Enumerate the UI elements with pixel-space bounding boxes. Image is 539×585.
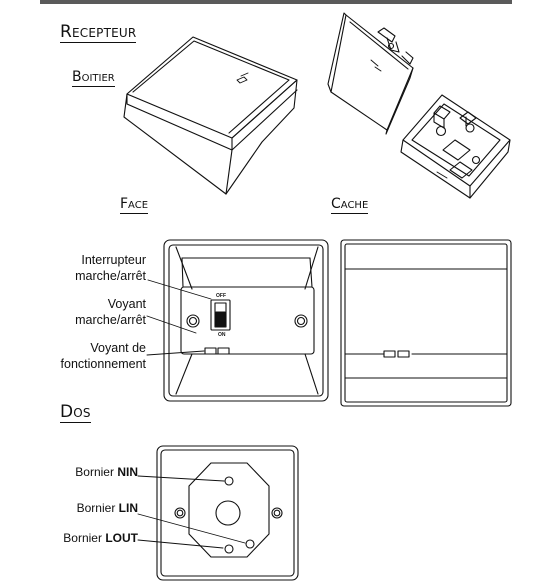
label-nin-bold: NIN: [117, 465, 138, 479]
label-voyant-fonctionnement: Voyant de fonctionnement: [61, 340, 146, 372]
heading-recepteur: Recepteur: [60, 22, 137, 43]
heading-cache: Cache: [331, 196, 369, 214]
label-lout-prefix: Bornier: [63, 531, 106, 545]
switch-on-text: ON: [218, 332, 226, 338]
label-interrupteur-line1: Interrupteur: [81, 253, 146, 267]
switch-off-text: OFF: [216, 293, 226, 299]
label-bornier-lin: Bornier LIN: [77, 501, 138, 515]
label-lin-bold: LIN: [118, 501, 138, 515]
label-nin-prefix: Bornier: [75, 465, 118, 479]
cache-front-view: [340, 239, 512, 407]
label-bornier-lout: Bornier LOUT: [63, 531, 138, 545]
boitier-illustration: [123, 36, 298, 195]
dos-back-view: [137, 445, 299, 581]
face-front-view: [146, 239, 329, 402]
label-fonct-line1: Voyant de: [90, 341, 146, 355]
label-bornier-nin: Bornier NIN: [75, 465, 138, 479]
label-interrupteur: Interrupteur marche/arrêt: [75, 252, 146, 284]
top-rule: [40, 0, 512, 4]
label-lin-prefix: Bornier: [76, 501, 119, 515]
heading-face: Face: [120, 196, 149, 214]
label-interrupteur-line2: marche/arrêt: [75, 269, 146, 283]
heading-dos: Dos: [60, 402, 91, 423]
cache-exploded-illustration: [327, 12, 511, 199]
label-voyant-line1: Voyant: [107, 297, 146, 311]
label-lout-bold: LOUT: [105, 531, 138, 545]
heading-boitier: Boitier: [72, 69, 115, 87]
label-voyant-marche: Voyant marche/arrêt: [75, 296, 146, 328]
label-fonct-line2: fonctionnement: [60, 357, 146, 371]
label-voyant-line2: marche/arrêt: [75, 313, 146, 327]
